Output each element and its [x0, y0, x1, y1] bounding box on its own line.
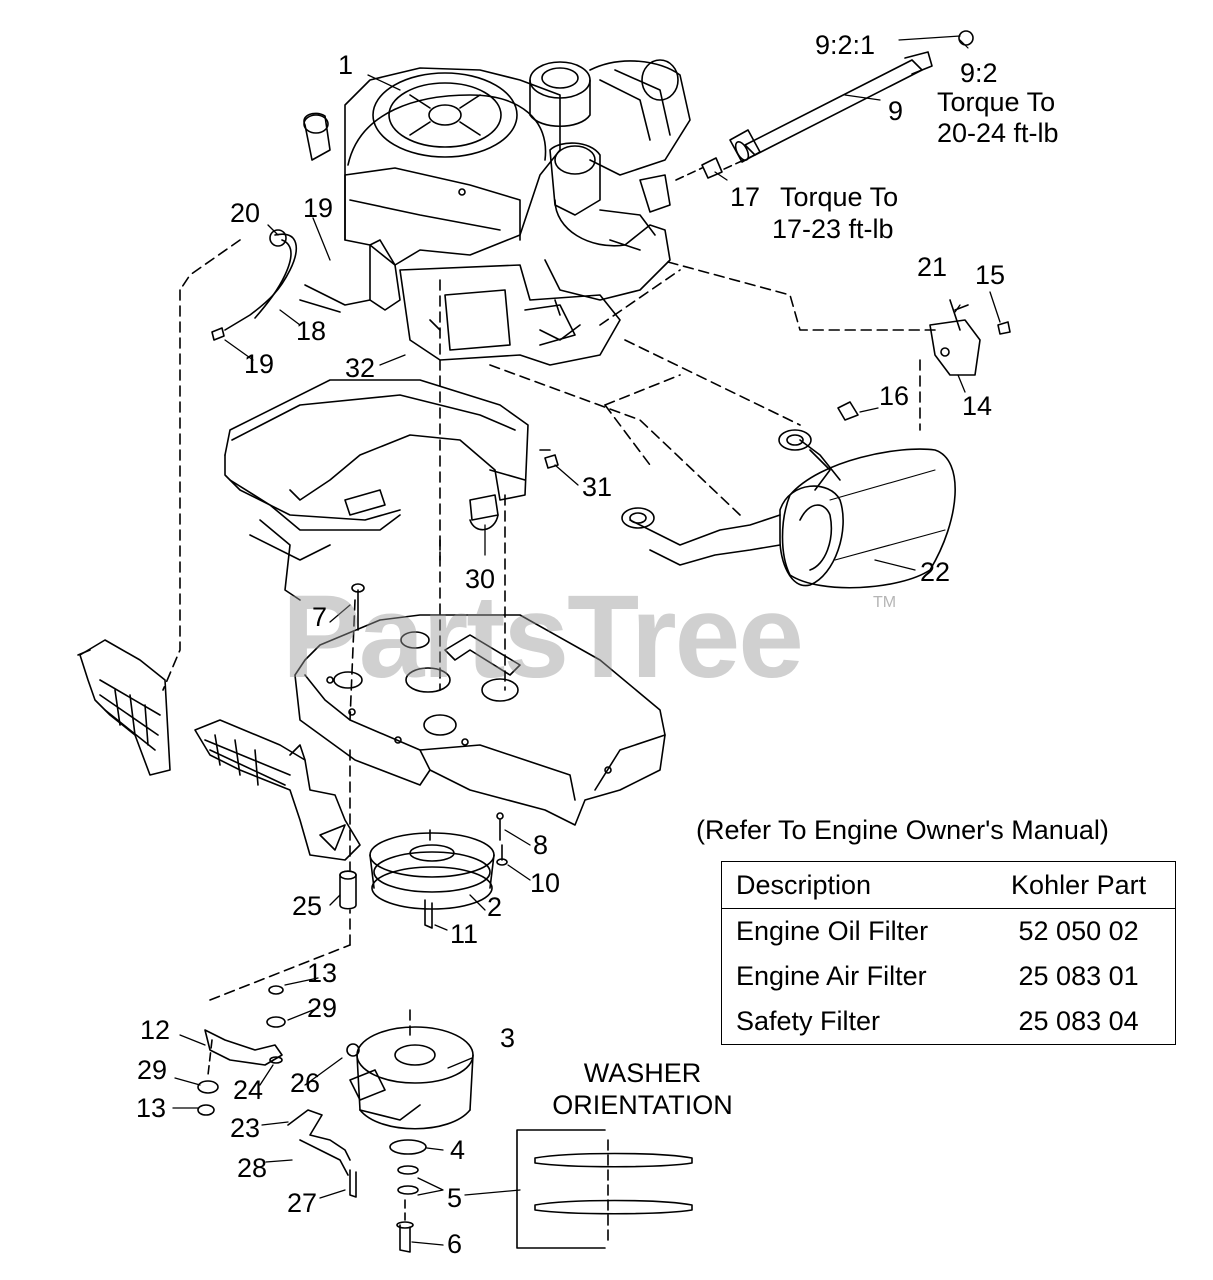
deck-plate-drawing	[294, 494, 666, 826]
callout-27: 27	[287, 1188, 318, 1218]
fuel-line-drawing	[162, 229, 371, 691]
callout-24: 24	[233, 1075, 264, 1105]
callout-7: 7	[312, 602, 328, 632]
torque-9-line1: Torque To	[937, 87, 1056, 117]
engine-mount-bracket-drawing	[224, 279, 559, 601]
callout-17: 17	[730, 182, 761, 212]
engine-drawing	[303, 59, 691, 366]
muffler-drawing	[489, 261, 1011, 589]
row-part: 52 050 02	[1018, 916, 1139, 946]
callout-19-top: 19	[303, 193, 334, 223]
drive-shaft-drawing	[675, 30, 974, 181]
callout-19-bottom: 19	[244, 349, 275, 379]
callout-3: 3	[500, 1023, 516, 1053]
callout-31: 31	[582, 472, 613, 502]
deflector-drawing	[77, 639, 361, 861]
callout-20: 20	[230, 198, 261, 228]
callout-12: 12	[140, 1015, 171, 1045]
callout-16: 16	[879, 381, 910, 411]
callout-14: 14	[962, 391, 993, 421]
header-description: Description	[721, 861, 983, 909]
washer-title-line2: ORIENTATION	[552, 1090, 733, 1120]
callout-32: 32	[345, 353, 376, 383]
callout-9-2: 9:2	[960, 58, 998, 88]
reference-note: (Refer To Engine Owner's Manual)	[696, 815, 1109, 845]
callout-5: 5	[447, 1183, 463, 1213]
kohler-filter-table: Description Kohler Part Engine Oil Filte…	[721, 861, 1176, 1045]
callout-29-top: 29	[307, 993, 338, 1023]
row-description: Engine Air Filter	[736, 961, 927, 991]
clutch-drawing	[197, 909, 474, 1253]
callout-25: 25	[292, 891, 323, 921]
callout-26: 26	[290, 1068, 321, 1098]
callout-23: 23	[230, 1113, 261, 1143]
table-row: Engine Air Filter 25 083 01	[722, 954, 1176, 999]
table-header-row: Description Kohler Part	[721, 861, 1176, 909]
callout-1: 1	[338, 50, 354, 80]
torque-17-line1: Torque To	[780, 182, 899, 212]
row-description: Engine Oil Filter	[736, 916, 929, 946]
table-row: Engine Oil Filter 52 050 02	[722, 909, 1176, 955]
callout-29-bottom: 29	[137, 1055, 168, 1085]
washer-title-line1: WASHER	[583, 1058, 702, 1088]
trademark-symbol: TM	[873, 594, 897, 611]
pulley-drawing	[339, 749, 508, 929]
callout-30: 30	[465, 564, 496, 594]
callout-21: 21	[917, 252, 948, 282]
torque-9-line2: 20-24 ft-lb	[937, 118, 1059, 148]
watermark: PartsTree	[282, 571, 804, 703]
callout-10: 10	[530, 868, 561, 898]
washer-orientation-drawing	[516, 1129, 693, 1249]
leader-lines	[172, 74, 1001, 1246]
bolt-7-drawing	[351, 583, 365, 631]
callout-9-2-1: 9:2:1	[815, 30, 876, 60]
callout-28: 28	[237, 1153, 268, 1183]
callout-22: 22	[920, 557, 951, 587]
callout-9: 9	[888, 96, 904, 126]
row-description: Safety Filter	[736, 1006, 881, 1036]
row-part: 25 083 01	[1018, 961, 1139, 991]
washer-orientation-title: WASHER ORIENTATION	[545, 1057, 740, 1121]
callout-18: 18	[296, 316, 327, 346]
callout-8: 8	[533, 830, 549, 860]
callout-11: 11	[450, 919, 479, 949]
header-kohler-part: Kohler Part	[982, 861, 1176, 909]
callout-15: 15	[975, 260, 1006, 290]
callout-13-top: 13	[307, 958, 338, 988]
table-row: Safety Filter 25 083 04	[722, 999, 1176, 1045]
callout-6: 6	[447, 1229, 463, 1259]
torque-17-line2: 17-23 ft-lb	[772, 214, 894, 244]
callout-13-bottom: 13	[136, 1093, 167, 1123]
callout-4: 4	[450, 1135, 466, 1165]
row-part: 25 083 04	[1018, 1006, 1139, 1036]
callout-2: 2	[487, 892, 503, 922]
